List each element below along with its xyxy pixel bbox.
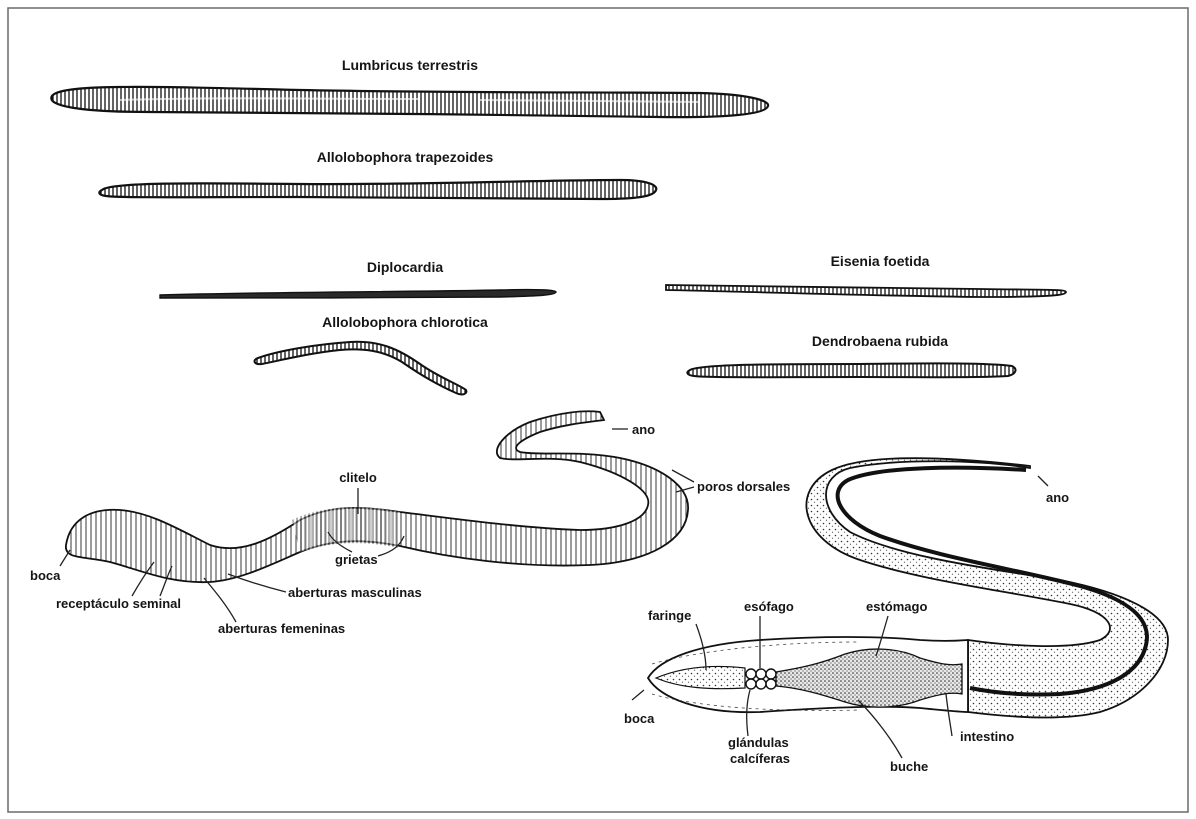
label-lumbricus-terrestris: Lumbricus terrestris (342, 57, 478, 73)
label-clitelo: clitelo (339, 470, 377, 485)
internal-anatomy-worm (648, 458, 1168, 717)
label-faringe: faringe (648, 608, 691, 623)
label-buche: buche (890, 759, 928, 774)
worm-diplocardia (160, 290, 556, 298)
label-aberturas-femeninas: aberturas femeninas (218, 621, 345, 636)
label-boca-internal: boca (624, 711, 655, 726)
worm-dendrobaena-rubida (687, 363, 1015, 377)
leader-ano-internal (1038, 476, 1048, 486)
label-ano-external: ano (632, 422, 655, 437)
label-diplocardia: Diplocardia (367, 259, 443, 275)
label-boca-external: boca (30, 568, 61, 583)
label-grietas: grietas (335, 552, 378, 567)
leader-boca-internal (632, 690, 644, 700)
leader-buche (858, 700, 902, 758)
label-poros-dorsales: poros dorsales (697, 479, 790, 494)
label-dendrobaena-rubida: Dendrobaena rubida (812, 333, 948, 349)
leader-aberturas-femeninas (204, 578, 236, 622)
worm-allolobophora-chlorotica (255, 342, 467, 395)
worm-allolobophora-trapezoides (99, 180, 656, 199)
label-allolobophora-trapezoides: Allolobophora trapezoides (317, 149, 494, 165)
label-esofago: esófago (744, 599, 794, 614)
label-ano-internal: ano (1046, 490, 1069, 505)
label-glandulas-calciferas-2: calcíferas (730, 751, 790, 766)
leader-aberturas-masculinas (228, 574, 286, 592)
label-estomago: estómago (866, 599, 927, 614)
label-glandulas-calciferas-1: glándulas (728, 735, 789, 750)
label-allolobophora-chlorotica: Allolobophora chlorotica (322, 314, 488, 330)
worm-eisenia-foetida (666, 285, 1066, 297)
label-receptaculo-seminal: receptáculo seminal (56, 596, 181, 611)
worm-lumbricus-terrestris (51, 87, 768, 117)
leader-boca-external (60, 550, 70, 566)
label-aberturas-masculinas: aberturas masculinas (288, 585, 422, 600)
label-eisenia-foetida: Eisenia foetida (831, 253, 930, 269)
label-intestino: intestino (960, 729, 1014, 744)
